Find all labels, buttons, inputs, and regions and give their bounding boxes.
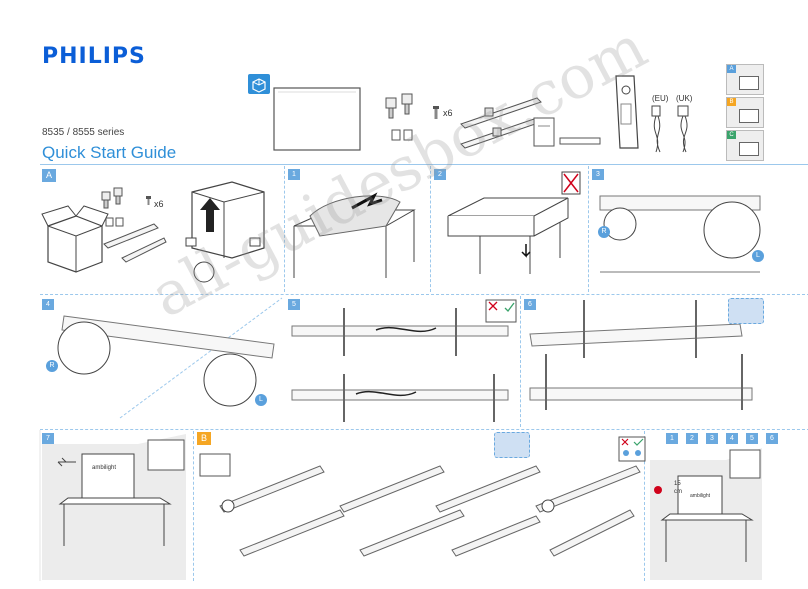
ambilight-label: ambilight [92,465,117,471]
divider-v4 [520,296,521,427]
screw-count: x6 [443,108,453,118]
divider-v3 [588,166,589,292]
left-marker: L [752,250,764,262]
step-5-badge: 5 [288,299,300,310]
tab-c-label: C [727,131,736,139]
cable-routing-icon [291,299,517,422]
stand-attach-l-icon [57,315,275,407]
divider-row3 [40,429,808,430]
right-marker-2: R [46,360,58,372]
tab-a-label: A [727,65,736,73]
tab-a[interactable]: A [726,64,764,95]
page-title: Quick Start Guide [42,143,177,162]
screw-count-a: x6 [154,199,164,209]
tv-placement-icon [42,434,186,580]
divider-v5 [193,431,194,581]
divider-v1 [284,166,285,292]
tv-on-table-icon [293,192,416,278]
step-sequence: 1 2 3 4 5 6 [652,433,782,445]
series-text: 8535 / 8555 series [42,127,125,138]
open-box-icon [41,205,109,273]
step-b-badge: B [197,432,211,445]
no-sharp-tools-icon [561,171,581,195]
step-6-badge: 6 [524,299,536,310]
screw-legs-icon [529,300,753,410]
stand-attach-r-icon [599,195,761,273]
box-open-icon [248,74,270,94]
tab-b[interactable]: B [726,97,764,128]
distance-unit-b: cm [674,489,682,495]
seq-step-1: 1 [666,433,678,444]
tab-b-label: B [727,98,736,106]
seq-step-6: 6 [766,433,778,444]
warning-dot-b [654,486,662,494]
remote-control-icon [615,75,639,149]
plug-eu-label: (EU) [652,94,669,103]
step-a-badge: A [42,169,56,182]
tools-badge [728,298,764,324]
do-dont-icon [618,436,646,462]
bracket-parts-icon [385,93,413,141]
seq-step-2: 2 [686,433,698,444]
power-cords-icon [651,105,689,153]
step-7-badge: 7 [42,433,54,444]
tv-panel-icon [273,87,361,151]
divider-top [40,164,808,165]
left-marker-2: L [255,394,267,406]
seq-step-3: 3 [706,433,718,444]
tv-placement-final-icon [650,448,762,580]
philips-logo: PHILIPS [42,44,146,69]
seq-step-4: 4 [726,433,738,444]
plug-uk-label: (UK) [676,94,693,103]
parts-group-a-icon [101,187,167,263]
documents-icon [533,117,601,147]
wall-mount-legs-icon [219,465,641,557]
step-2-badge: 2 [434,169,446,180]
tv-facedown-icon [447,197,569,274]
tv-box-lift-icon [185,181,265,283]
step-1-badge: 1 [288,169,300,180]
b-reference-icon [199,453,231,477]
divider-row2 [40,294,808,295]
step-4-badge: 4 [42,299,54,310]
ambilight-label-b: ambilight [690,493,711,499]
tools-badge-b [494,432,530,458]
step-3-badge: 3 [592,169,604,180]
distance-value-b: 15 [674,481,681,487]
screw-icon [433,106,439,119]
divider-v6 [644,431,645,581]
tab-c[interactable]: C [726,130,764,161]
seq-step-5: 5 [746,433,758,444]
divider-v2 [430,166,431,292]
right-marker: R [598,226,610,238]
